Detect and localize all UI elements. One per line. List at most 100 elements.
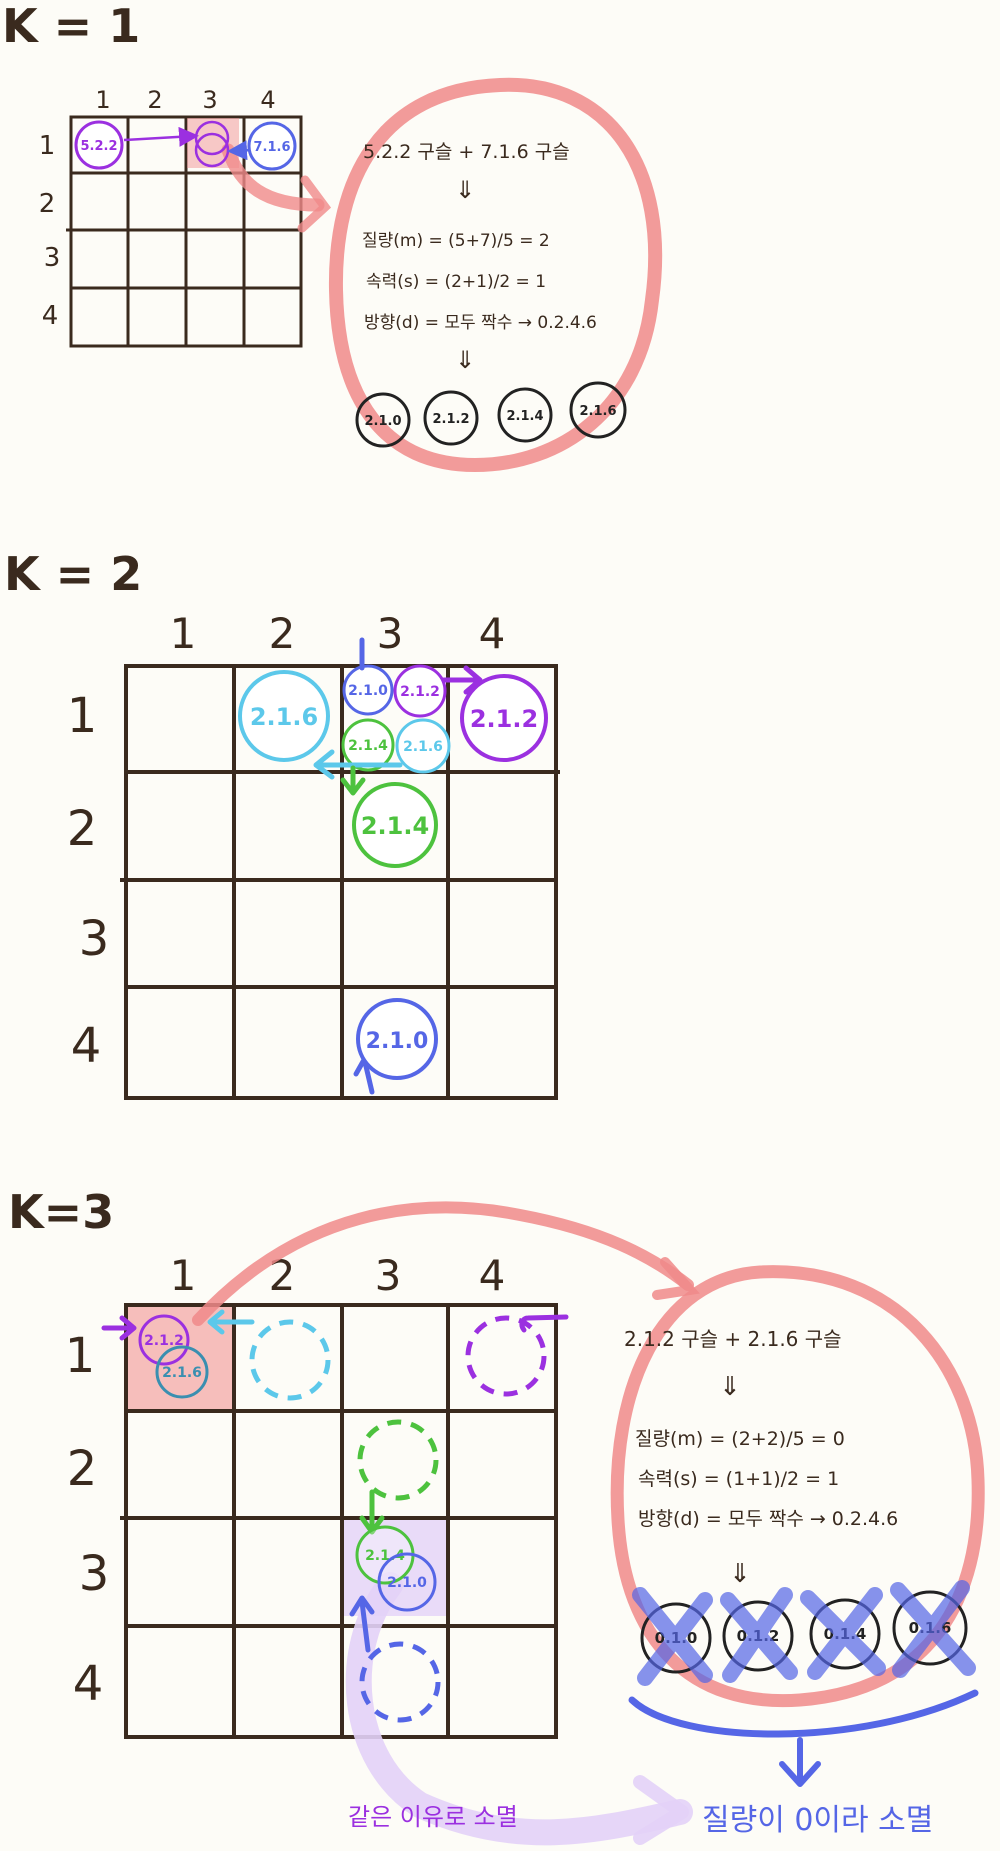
k3-row-labels: 1 2 3 4 (65, 1328, 110, 1712)
k3-arrow-right-purple (101, 1315, 137, 1341)
k1-row-label: 3 (44, 243, 61, 273)
k3-merge-ball-210: 2.1.0 (377, 1552, 437, 1612)
k3-arrow-up-blue (349, 1595, 375, 1653)
k2-row-label: 1 (67, 688, 98, 744)
k2-row-label: 3 (79, 911, 110, 967)
k1-col-labels: 1 2 3 4 (95, 86, 275, 114)
k3-col-labels: 1 2 3 4 (170, 1251, 506, 1300)
note-mass: 질량(m) = (2+2)/5 = 0 (635, 1428, 845, 1450)
k3-brace (628, 1689, 979, 1738)
k3-cross-marks (632, 1580, 976, 1686)
ball-label: 2.1.6 (403, 739, 443, 755)
k3-arrow-down-green (359, 1489, 385, 1535)
k3-heading: K=3 (8, 1185, 114, 1239)
result-ball: 2.1.0 (355, 392, 411, 448)
k1-ball-522: 5.2.2 (74, 120, 124, 170)
k2-row-label: 4 (71, 1018, 102, 1074)
ball-label: 2.1.4 (365, 1548, 405, 1564)
k3-merge-ball-216: 2.1.6 (155, 1345, 209, 1399)
k3-ghost-ball-cyan (249, 1319, 331, 1401)
k1-col-label: 4 (260, 86, 275, 114)
ball-label: 2.1.6 (250, 703, 318, 731)
ball-label: 2.1.2 (432, 412, 469, 427)
ball-label: 2.1.6 (162, 1365, 202, 1381)
note-line: 5.2.2 구슬 + 7.1.6 구슬 (363, 141, 570, 163)
k3-lavender-arrowhead (633, 1775, 689, 1845)
k2-small-ball-216: 2.1.6 (395, 718, 451, 774)
k1-note-bubble (328, 77, 663, 473)
ball-label: 2.1.0 (364, 414, 401, 429)
k3-arrow-left-cyan (207, 1309, 255, 1335)
k2-ball-216: 2.1.6 (238, 670, 330, 762)
k3-col-label: 1 (170, 1251, 197, 1300)
note-arrow: ⇓ (455, 346, 475, 374)
k3-caption-right: 질량이 0이라 소멸 (702, 1803, 933, 1838)
k1-col-label: 1 (95, 86, 110, 114)
k3-lavender-sweep-arrow (345, 1572, 693, 1846)
k3-row-label: 1 (65, 1328, 96, 1384)
ball-label: 2.1.6 (579, 404, 616, 419)
k3-note-bubble (610, 1265, 985, 1708)
note-direction: 방향(d) = 모두 짝수 → 0.2.4.6 (364, 313, 597, 333)
k3-grid (120, 1303, 558, 1739)
k3-row-label: 3 (79, 1546, 110, 1602)
note-arrow: ⇓ (729, 1559, 751, 1589)
k2-col-label: 2 (269, 609, 296, 658)
k2-small-ball-212: 2.1.2 (393, 664, 447, 718)
ball-label: 2.1.0 (348, 683, 388, 699)
k3-row-label: 4 (73, 1656, 104, 1712)
k2-ball-214: 2.1.4 (352, 782, 438, 868)
ball-label: 7.1.6 (253, 140, 290, 155)
k1-arrow-purple (123, 126, 199, 147)
note-direction: 방향(d) = 모두 짝수 → 0.2.4.6 (638, 1508, 898, 1530)
k3-arrow-hook-purple (519, 1314, 569, 1333)
k2-col-label: 1 (170, 609, 197, 658)
k1-row-label: 4 (42, 301, 59, 331)
k3-caption-left: 같은 이유로 소멸 (348, 1803, 518, 1831)
k1-pink-arrowhead (297, 175, 332, 233)
note-mass: 질량(m) = (5+7)/5 = 2 (362, 231, 550, 251)
k2-arrow-left-cyan (313, 749, 403, 780)
ball-label: 5.2.2 (80, 139, 117, 154)
section-k1: K = 1 1 2 3 4 1 2 3 4 (2, 0, 663, 473)
note-speed: 속력(s) = (1+1)/2 = 1 (638, 1468, 839, 1490)
result-ball: 2.1.6 (569, 381, 627, 439)
k2-col-labels: 1 2 3 4 (170, 609, 506, 658)
k1-pink-arrow (221, 143, 325, 212)
k2-ball-210: 2.1.0 (356, 998, 438, 1080)
section-k3: K=3 1 2 3 4 1 2 3 4 (8, 1185, 985, 1846)
note-arrow: ⇓ (455, 176, 475, 204)
note-arrow: ⇓ (719, 1372, 741, 1402)
k3-brace-arrow (779, 1737, 821, 1787)
note-line: 2.1.2 구슬 + 2.1.6 구슬 (624, 1327, 842, 1351)
k1-row-labels: 1 2 3 4 (39, 131, 61, 331)
k2-col-label: 4 (479, 609, 506, 658)
ball-label: 2.1.2 (144, 1333, 184, 1349)
k2-small-ball-214: 2.1.4 (341, 718, 395, 772)
k1-col-label: 2 (147, 86, 162, 114)
k3-pink-arc-arrow (192, 1201, 694, 1326)
note-speed: 속력(s) = (2+1)/2 = 1 (366, 272, 546, 292)
k2-row-labels: 1 2 3 4 (67, 688, 110, 1074)
k2-arrow-right-purple (441, 665, 483, 695)
k2-ball-212: 2.1.2 (460, 674, 548, 762)
ball-label: 2.1.2 (470, 705, 538, 733)
k1-grid (66, 115, 303, 348)
k3-merge-ball-212: 2.1.2 (138, 1314, 190, 1366)
ball-label: 2.1.0 (387, 1575, 427, 1591)
k1-note-text: 5.2.2 구슬 + 7.1.6 구슬 ⇓ 질량(m) = (5+7)/5 = … (362, 141, 597, 374)
k2-col-label: 3 (377, 609, 404, 658)
result-ball: 2.1.4 (497, 387, 553, 443)
k1-col-label: 3 (202, 86, 217, 114)
k1-row-label: 1 (39, 131, 56, 161)
k3-ghost-ball-green (357, 1419, 439, 1501)
k2-arrow-down-green (340, 765, 366, 796)
k3-col-label: 3 (375, 1251, 402, 1300)
k2-heading: K = 2 (4, 547, 142, 601)
ball-label: 2.1.4 (361, 812, 429, 840)
ball-label: 2.1.4 (348, 738, 388, 754)
ball-label: 2.1.4 (506, 409, 543, 424)
k2-small-ball-210: 2.1.0 (342, 664, 394, 716)
k3-note-text: 2.1.2 구슬 + 2.1.6 구슬 ⇓ 질량(m) = (2+2)/5 = … (624, 1327, 898, 1589)
